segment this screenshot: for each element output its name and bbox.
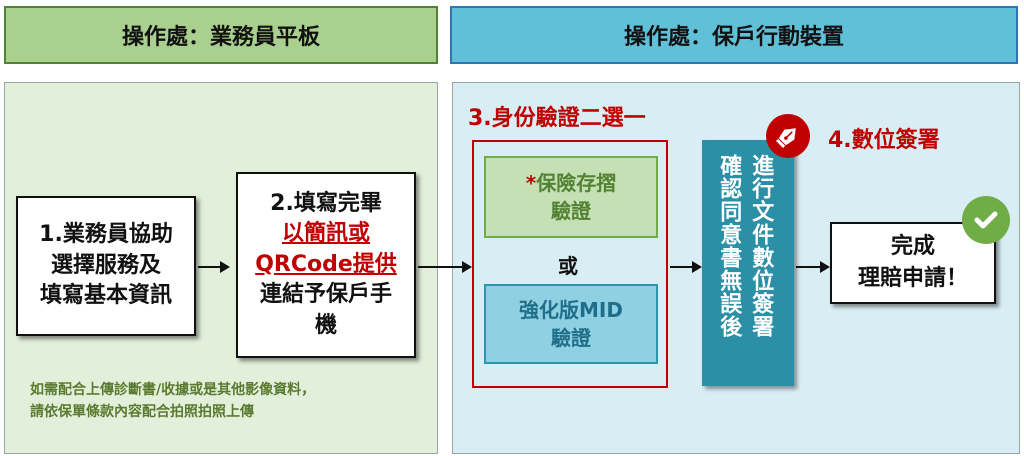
header-right: 操作處：保戶行動裝置 [450,6,1018,64]
option2-line2: 驗證 [551,326,591,350]
arrow-2 [418,261,472,273]
header-right-text: 操作處：保戶行動裝置 [623,25,844,50]
option1-star: * [525,171,537,195]
arrow-1 [198,261,230,273]
arrow-4 [796,261,830,273]
step2-line1: 2.填寫完畢 [270,191,382,217]
pen-nib-icon [766,114,810,158]
step2-line3: QRCode提供 [255,251,397,277]
option1-line1: 保險存摺 [536,171,617,195]
checkmark-icon [962,196,1010,244]
step1-line: 1.業務員協助 [39,221,173,247]
note: 如需配合上傳診斷書/收據或是其他影像資料， 請依保單條款內容配合拍照拍照上傳 [30,380,430,423]
step2-line5: 機 [314,312,337,338]
option1-box: *保險存摺 驗證 [484,156,658,238]
step1-line: 選擇服務及 [50,252,161,278]
complete-line1: 完成 [890,234,935,260]
step2-line2: 以簡訊或 [281,221,370,247]
option2-box: 強化版MID 驗證 [484,284,658,364]
step3-title: 3.身份驗證二選一 [468,106,646,131]
header-left-text: 操作處：業務員平板 [121,25,320,50]
arrow-3 [670,261,702,273]
step1-box: 1.業務員協助 選擇服務及 填寫基本資訊 [16,196,196,336]
header-left: 操作處：業務員平板 [4,6,438,64]
note-line: 請依保單條款內容配合拍照拍照上傳 [30,403,254,420]
complete-line2: 理賠申請！ [857,266,968,291]
signing-box [702,140,794,386]
step2-box: 2.填寫完畢 以簡訊或 QRCode提供 連結予保戶手 機 [236,172,416,358]
step2-line4: 連結予保戶手 [259,282,392,308]
confirm-column: 確認同意書無誤後 [716,154,742,338]
sign-column: 進行文件數位簽署 [748,154,774,338]
note-line: 如需配合上傳診斷書/收據或是其他影像資料， [30,382,316,398]
option2-line1: 強化版MID [519,298,623,322]
option1-line2: 驗證 [551,199,591,223]
or-label: 或 [558,254,578,278]
step3-frame [472,140,668,388]
step4-title: 4.數位簽署 [828,128,940,153]
step1-line: 填寫基本資訊 [39,283,172,309]
